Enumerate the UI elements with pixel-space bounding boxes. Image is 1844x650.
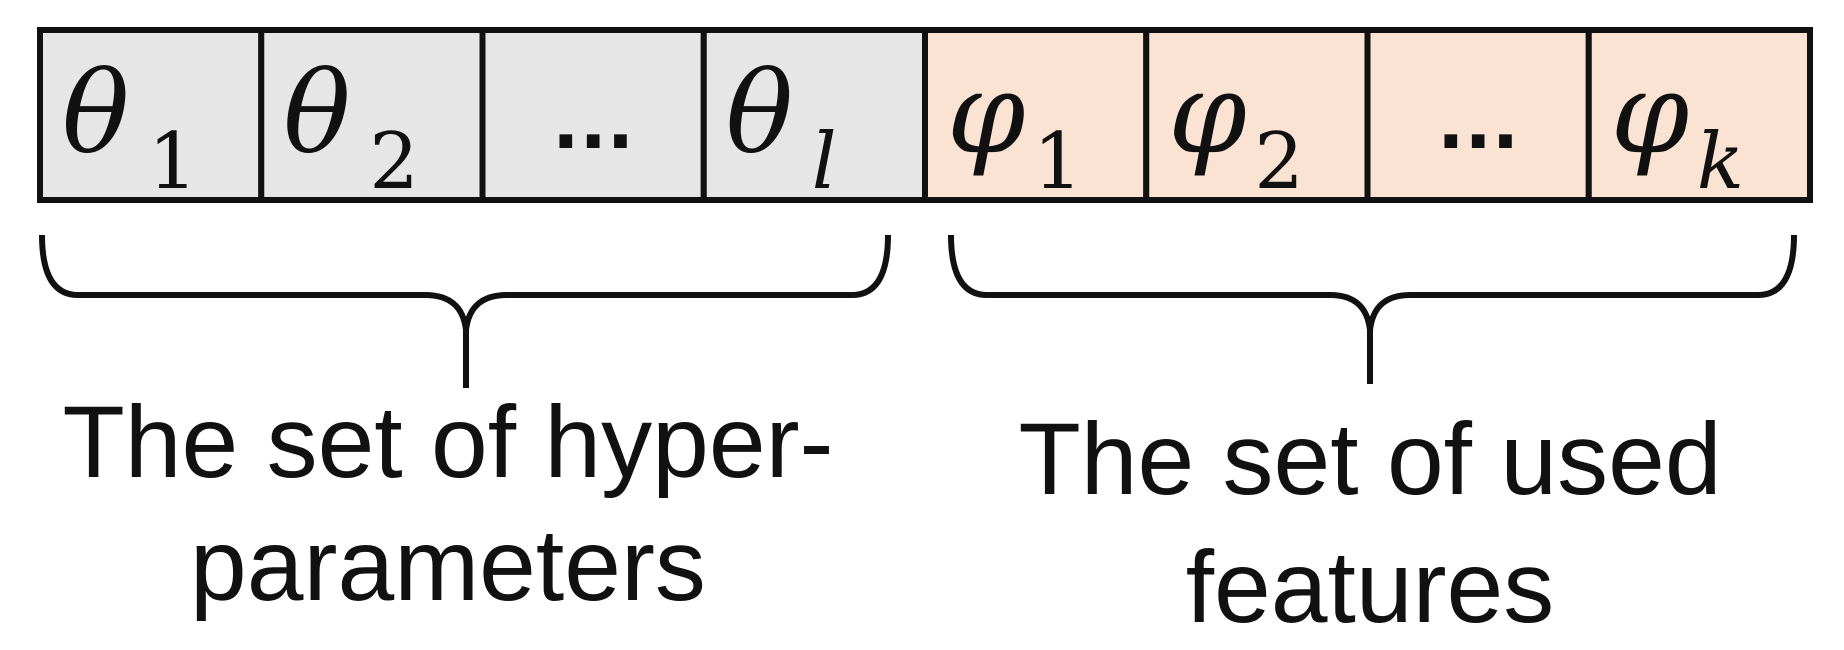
cell-subscript-2: 2 (369, 117, 419, 207)
cell-symbol-8: φ (1611, 49, 1689, 179)
cell-box-6 (1143, 27, 1371, 203)
cell-ellipsis-7: ... (1437, 81, 1519, 165)
vector-outer-frame (37, 27, 1813, 203)
cell-ellipsis-3: ... (552, 81, 634, 165)
hyperparameters-brace (39, 234, 891, 388)
features-brace (948, 234, 1797, 384)
hyperparameters-label-line1: The set of hyper- (62, 385, 833, 499)
cell-subscript-8: k (1697, 117, 1744, 207)
cell-box-8 (1585, 27, 1813, 203)
cell-symbol-1: θ (62, 49, 129, 179)
features-label-line2: features (1186, 530, 1555, 644)
feature-cell-7: ... (1364, 27, 1592, 203)
cell-symbol-6: φ (1168, 49, 1246, 179)
cell-symbol-5: φ (947, 49, 1025, 179)
features-label-line1: The set of used (1018, 402, 1721, 516)
cell-subscript-5: 1 (1033, 117, 1083, 207)
hyperparameter-cell-3: ... (479, 27, 707, 203)
cell-box-2 (258, 27, 486, 203)
hyperparameters-label-line2: parameters (190, 508, 706, 622)
cell-subscript-1: 1 (148, 117, 198, 207)
cell-symbol-4: θ (726, 49, 793, 179)
cell-symbol-2: θ (283, 49, 350, 179)
cell-subscript-6: 2 (1254, 117, 1304, 207)
cell-subscript-4: l (812, 117, 837, 207)
